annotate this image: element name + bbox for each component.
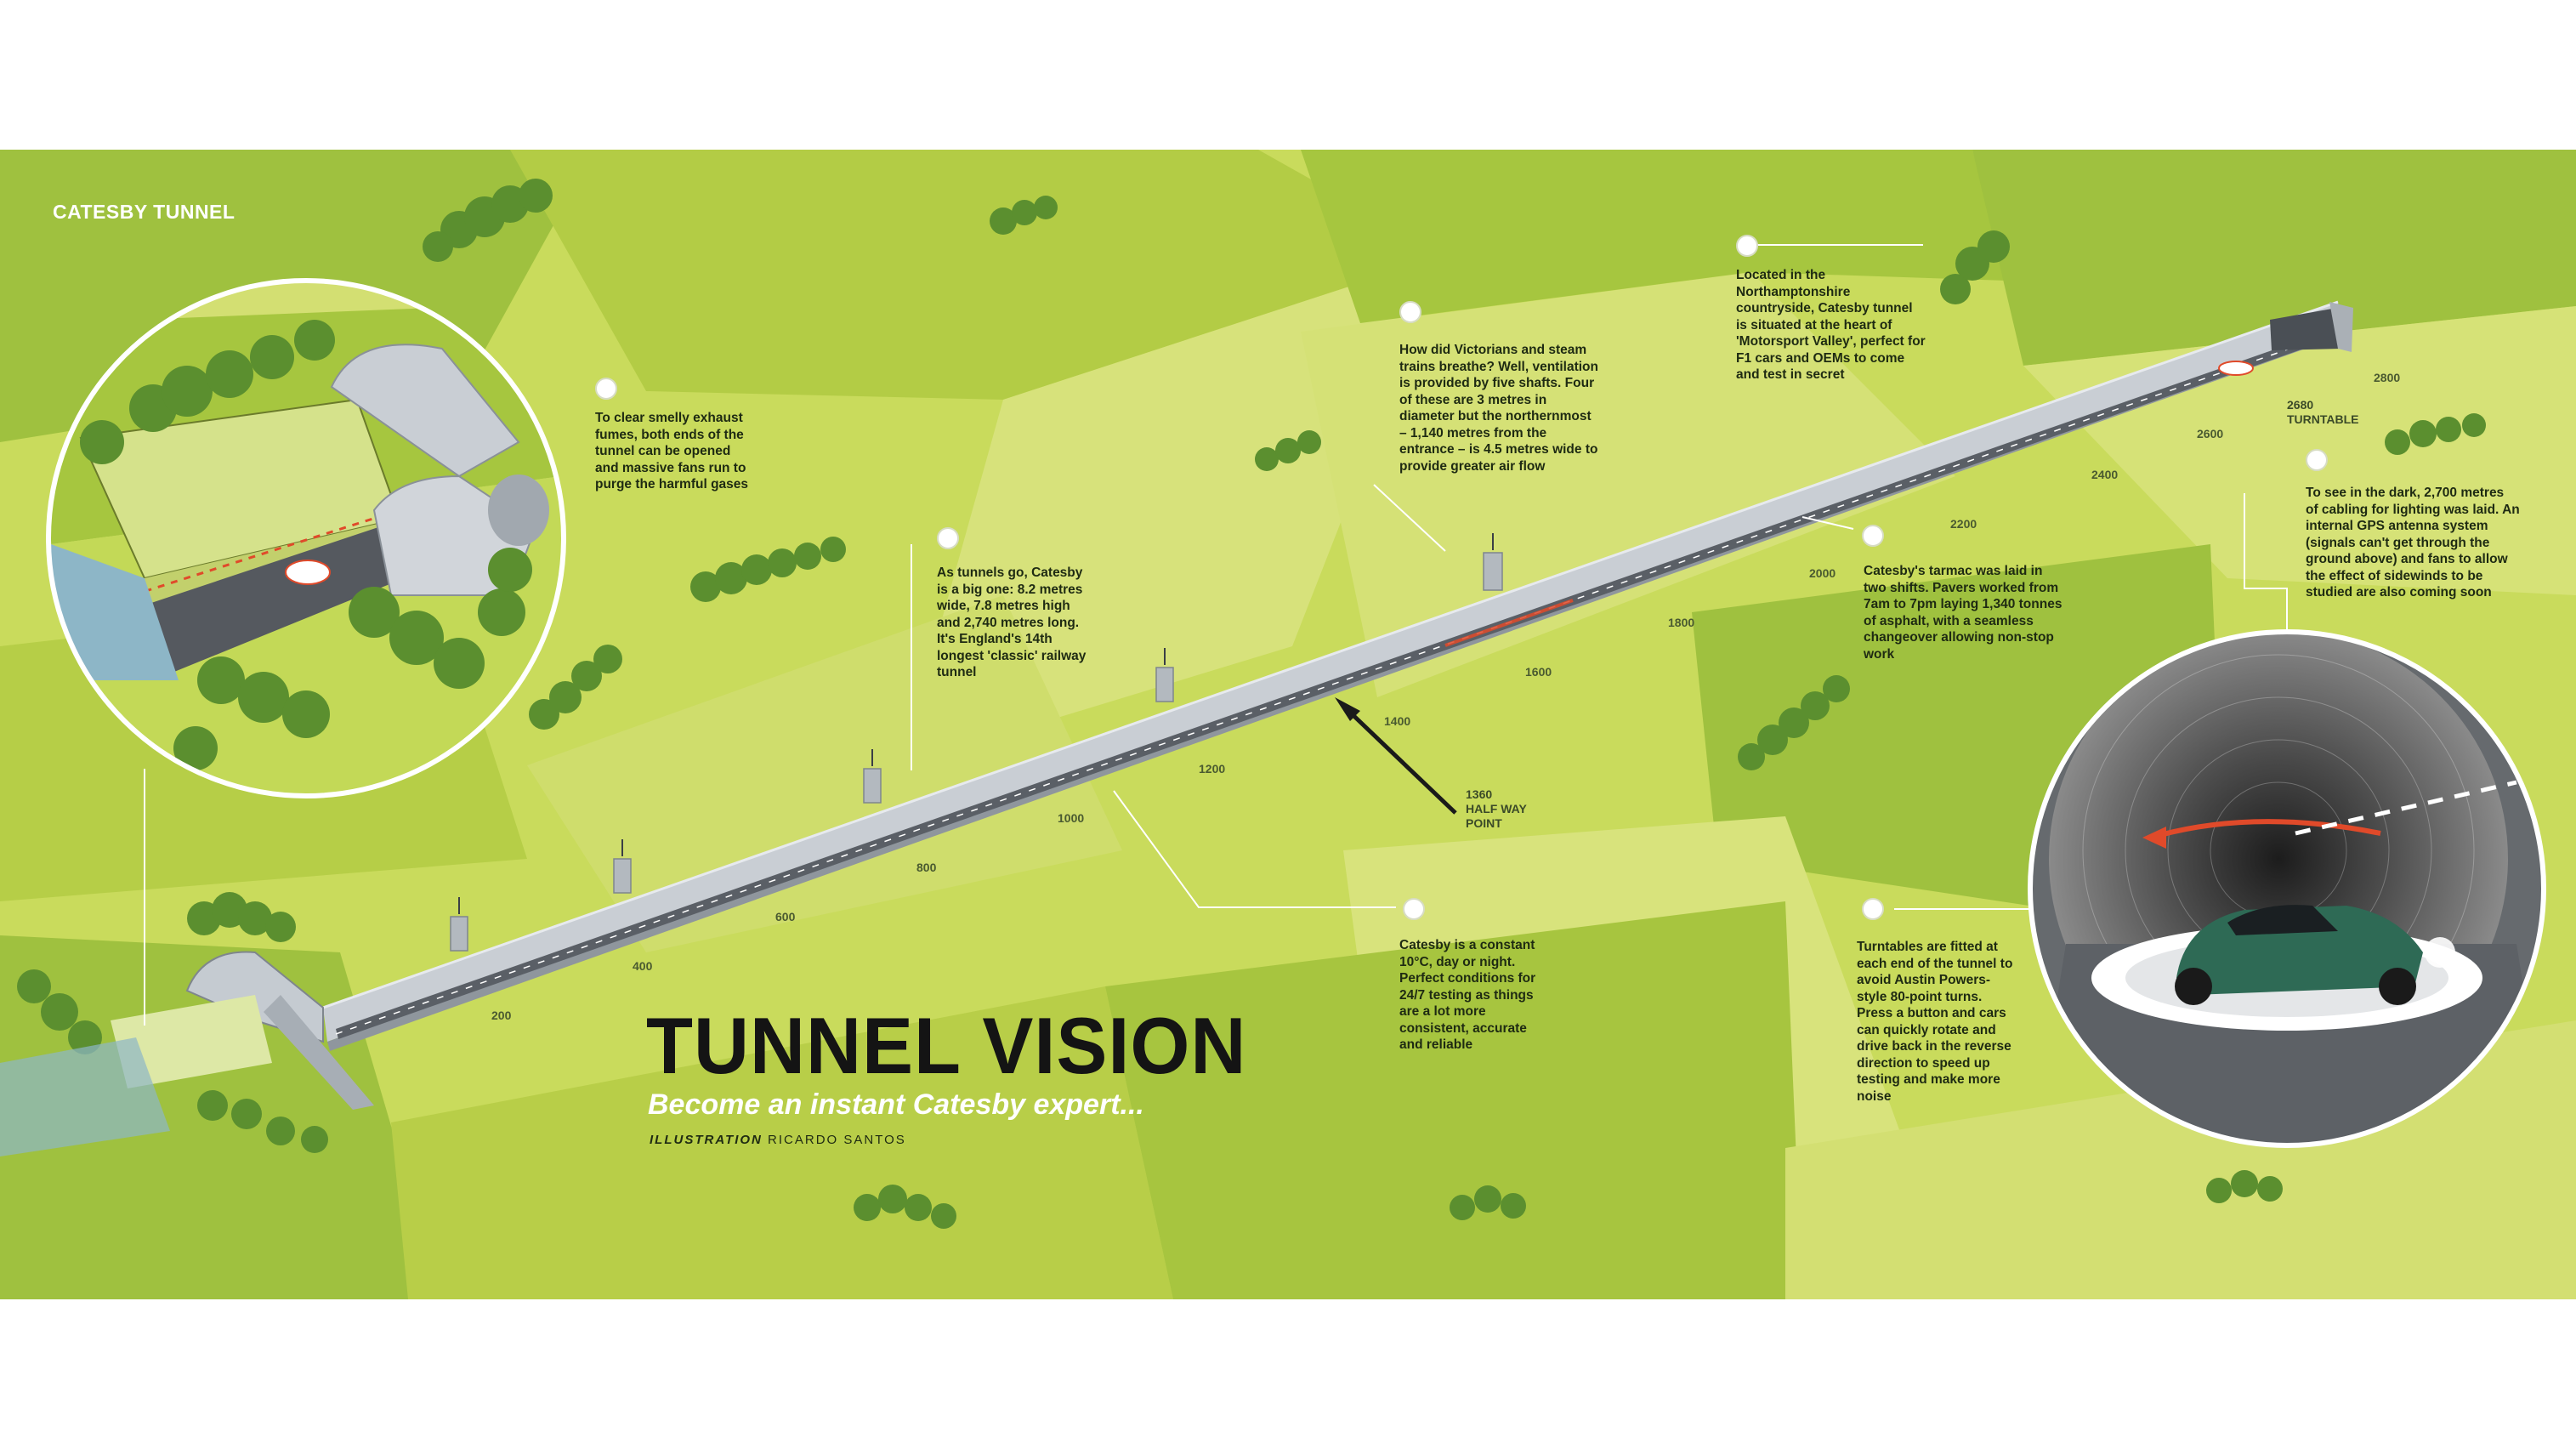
callout-marker [1399, 301, 1421, 323]
callout-marker [1736, 235, 1758, 257]
distance-marker: 1400 [1384, 714, 1411, 728]
halfway-line2: POINT [1466, 816, 1502, 830]
credit-name: RICARDO SANTOS [768, 1133, 906, 1147]
callout-size: As tunnels go, Catesby is a big one: 8.2… [937, 565, 1087, 679]
distance-marker: 2800 [2374, 371, 2401, 384]
callout-lighting: To see in the dark, 2,700 metres of cabl… [2306, 486, 2520, 599]
turntable-text: TURNTABLE [2287, 412, 2359, 426]
distance-marker: 2600 [2197, 427, 2224, 440]
distance-marker: 200 [491, 1009, 512, 1022]
distance-marker: 2200 [1950, 517, 1977, 531]
callout-marker [1862, 525, 1884, 547]
headline: TUNNEL VISION [646, 1003, 1247, 1091]
turntable-inset [2028, 629, 2546, 1148]
section-label: CATESBY TUNNEL [53, 201, 235, 223]
distance-marker: 1800 [1668, 616, 1695, 629]
distance-marker: 400 [633, 959, 653, 973]
callout-tarmac: Catesby's tarmac was laid in two shifts.… [1864, 564, 2063, 662]
credit-role: ILLUSTRATION [650, 1133, 763, 1147]
distance-marker: 2000 [1809, 566, 1836, 580]
distance-marker: 1200 [1199, 762, 1226, 776]
callout-marker [595, 378, 617, 400]
distance-marker: 1000 [1058, 811, 1085, 825]
halfway-label: 1360 HALF WAY POINT [1466, 787, 1527, 831]
distance-marker: 800 [916, 861, 937, 874]
callout-ventilation: How did Victorians and steam trains brea… [1399, 343, 1598, 474]
halfway-value: 1360 [1466, 787, 1493, 801]
callout-fans: To clear smelly exhaust fumes, both ends… [595, 411, 749, 492]
trees [17, 179, 2486, 1229]
turntable-value: 2680 [2287, 398, 2314, 412]
callout-marker [2306, 449, 2328, 471]
callout-marker [937, 527, 959, 549]
callout-marker [1862, 898, 1884, 920]
illustration-credit: ILLUSTRATION RICARDO SANTOS [650, 1133, 906, 1147]
callout-location: Located in the Northamptonshire countrys… [1736, 268, 1926, 382]
callout-marker [1403, 898, 1425, 920]
distance-marker: 600 [775, 910, 796, 923]
callout-turntables: Turntables are fitted at each end of the… [1857, 940, 2013, 1104]
tunnel [0, 300, 2353, 1156]
subheadline: Become an instant Catesby expert... [648, 1088, 1144, 1121]
turntable-label: 2680 TURNTABLE [2287, 398, 2359, 427]
distance-marker: 2400 [2091, 468, 2119, 481]
halfway-line1: HALF WAY [1466, 802, 1527, 815]
callout-temperature: Catesby is a constant 10°C, day or night… [1399, 938, 1536, 1052]
portal-inset [46, 278, 566, 798]
distance-marker: 1600 [1525, 665, 1552, 679]
